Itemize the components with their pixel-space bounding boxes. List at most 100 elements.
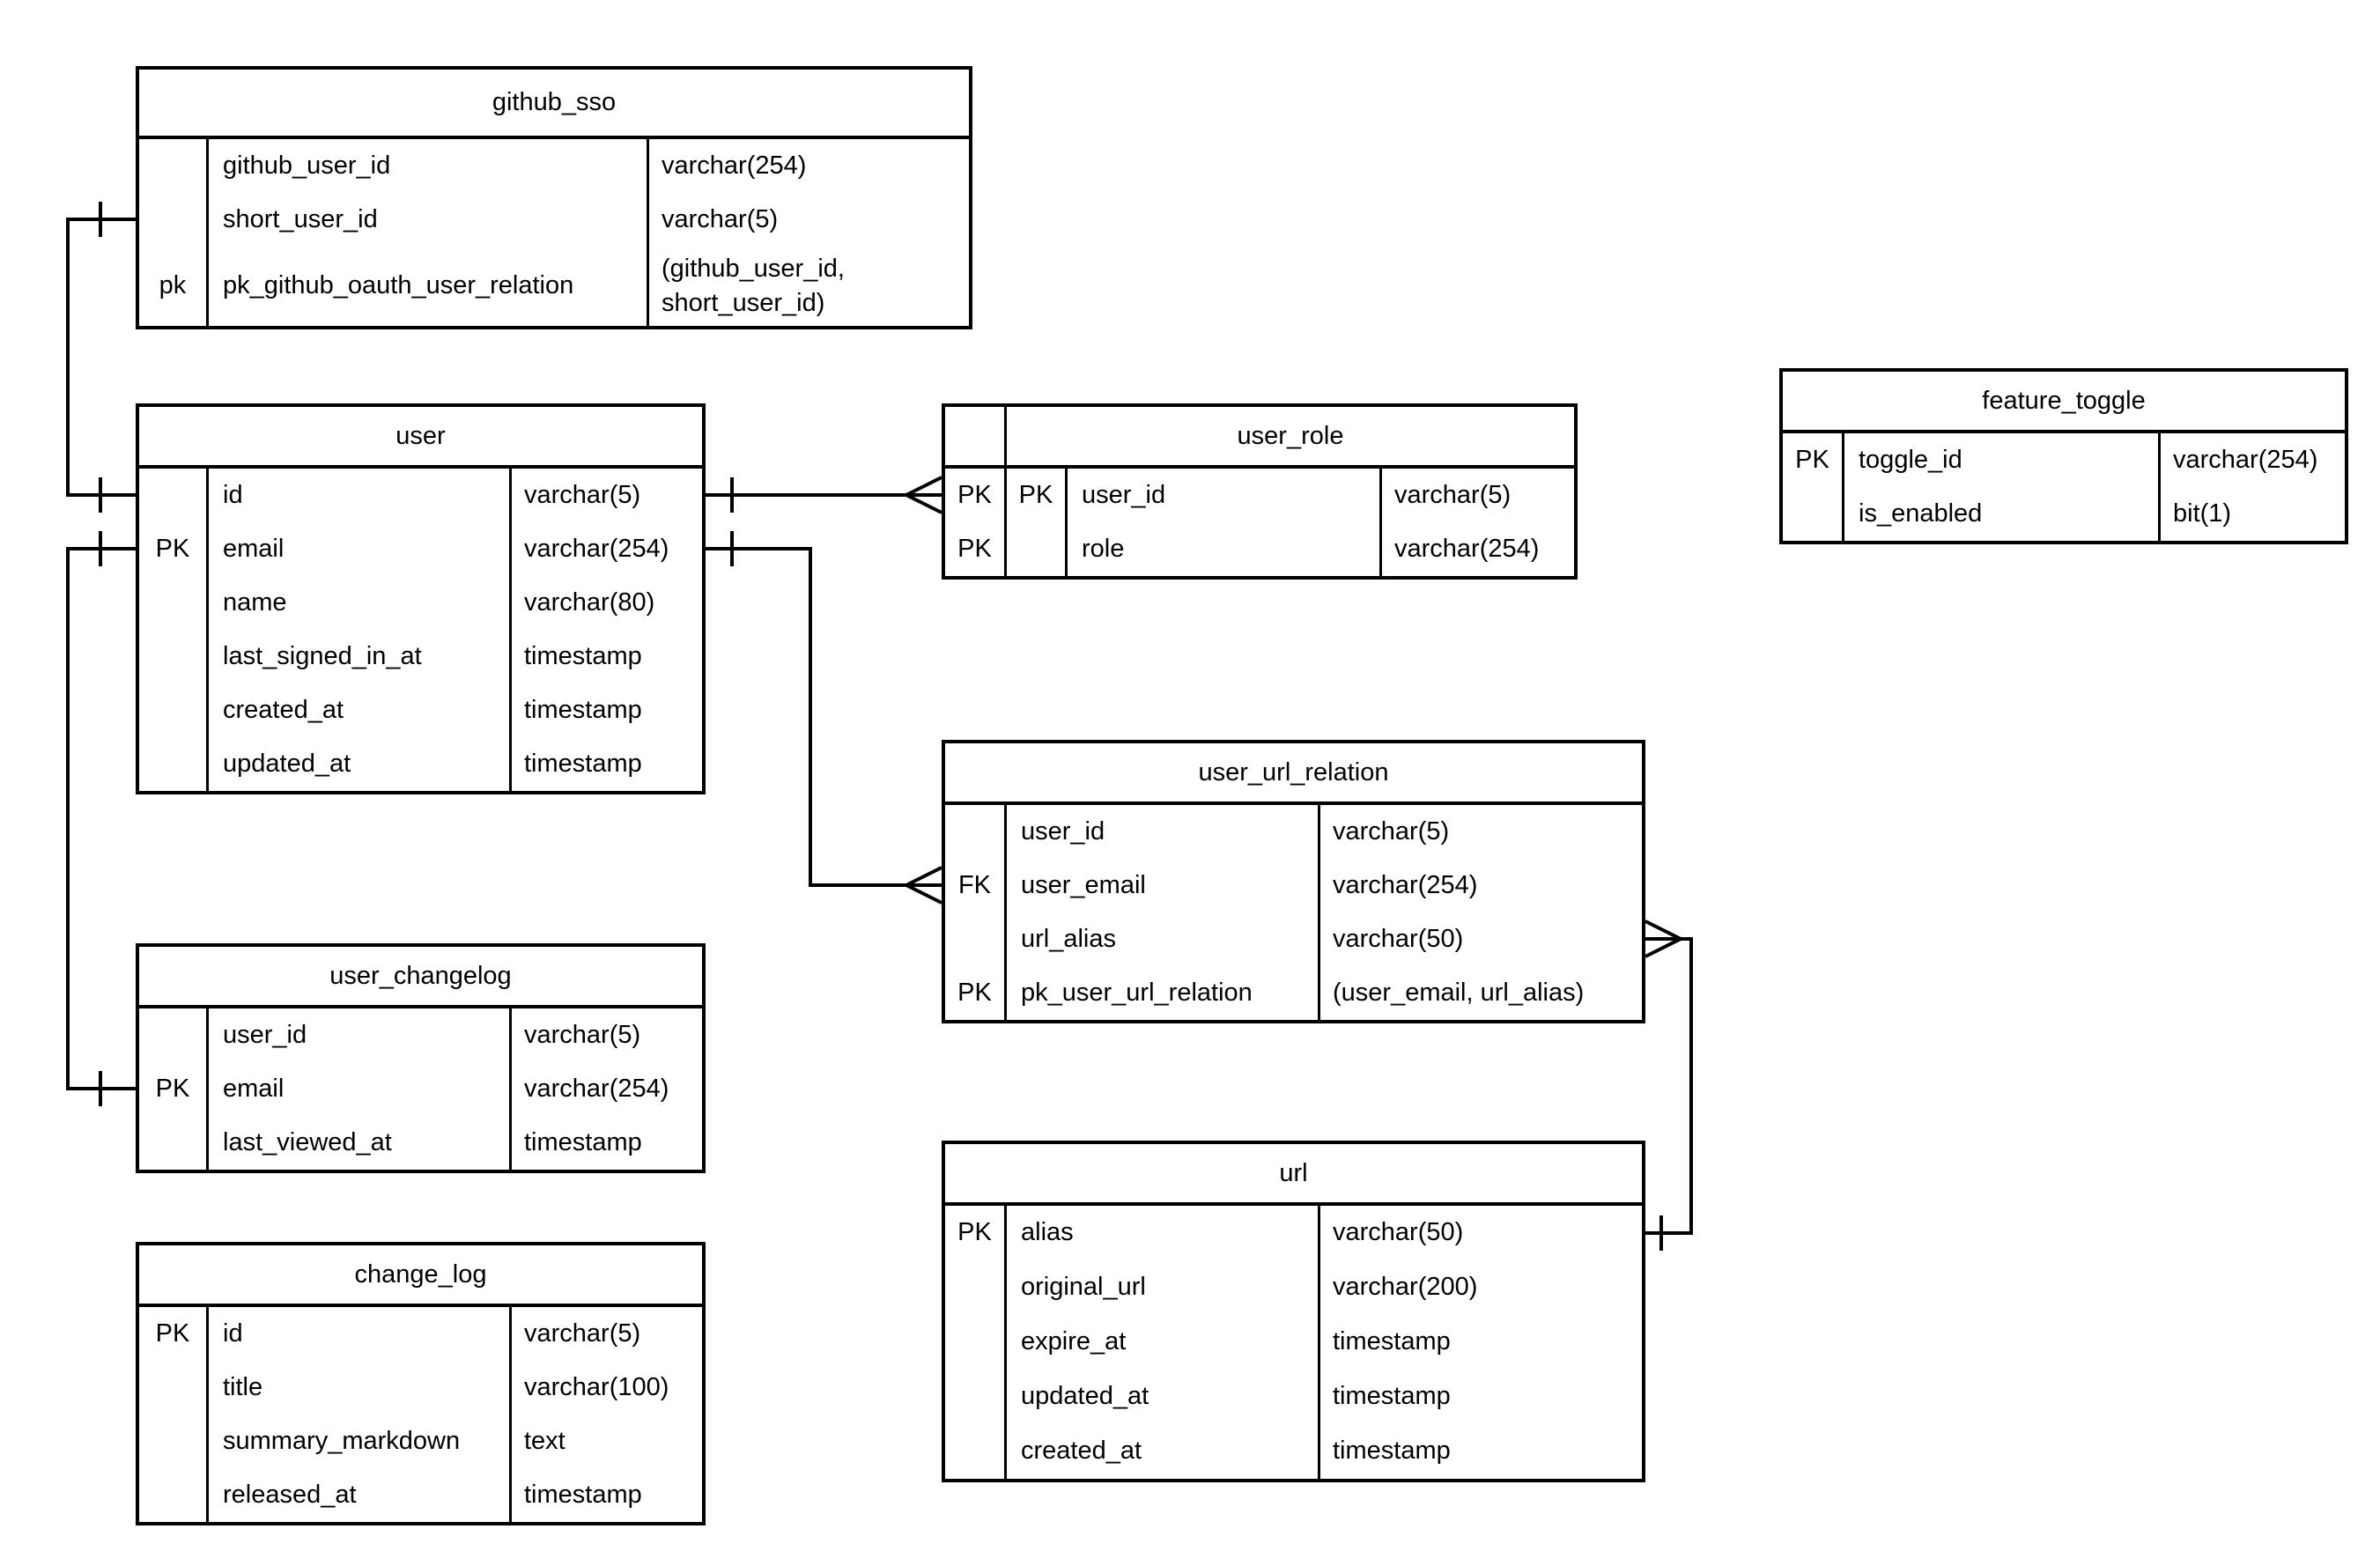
table-row: user_id varchar(5): [139, 1008, 702, 1062]
field-type: varchar(50): [1333, 924, 1464, 953]
key-cell: [945, 1424, 1007, 1479]
key-cell: [945, 1315, 1007, 1370]
field-type: varchar(5): [1394, 480, 1512, 509]
field-name: url_alias: [1007, 912, 1320, 966]
outer-key-title-cell: [945, 407, 1007, 465]
field-name: released_at: [209, 1468, 512, 1522]
field-name: original_url: [1007, 1260, 1320, 1315]
key-cell: PK: [1007, 469, 1068, 522]
field-type: varchar(5): [524, 1020, 641, 1049]
table-row: last_signed_in_at timestamp: [139, 630, 702, 683]
key-cell: [139, 193, 209, 247]
field-name: id: [209, 469, 512, 522]
key-cell: [139, 576, 209, 630]
table-title: user_role: [1237, 421, 1344, 450]
key-cell: PK: [1783, 433, 1844, 487]
field-name: email: [209, 522, 512, 576]
key-cell: PK: [945, 1206, 1007, 1260]
key-cell: PK: [139, 522, 209, 576]
table-row: released_at timestamp: [139, 1468, 702, 1522]
field-type: timestamp: [524, 1480, 642, 1509]
field-name: user_id: [209, 1008, 512, 1062]
table-title: url: [1279, 1158, 1308, 1187]
field-type: timestamp: [524, 749, 642, 778]
crow-foot-prong: [905, 476, 942, 497]
table-title: change_log: [354, 1259, 487, 1289]
table-row: created_at timestamp: [139, 683, 702, 737]
field-name: created_at: [209, 683, 512, 737]
field-name: user_id: [1068, 469, 1382, 522]
field-name: alias: [1007, 1206, 1320, 1260]
crow-foot-prong: [1645, 937, 1682, 958]
field-type: varchar(200): [1333, 1273, 1478, 1302]
table-row: expire_at timestamp: [945, 1315, 1642, 1370]
field-name: user_email: [1007, 859, 1320, 912]
field-type: timestamp: [524, 695, 642, 724]
relation-user-user_changelog: [66, 531, 136, 1106]
field-type: varchar(254): [2173, 445, 2318, 474]
key-cell: [1007, 522, 1068, 576]
table-title: feature_toggle: [1982, 386, 2146, 415]
key-cell: [139, 1361, 209, 1415]
crow-foot-prong: [905, 866, 942, 887]
key-cell: [945, 805, 1007, 859]
field-type: varchar(254): [524, 1074, 669, 1103]
key-cell: [1783, 487, 1844, 541]
outer-key-cell: PK: [945, 469, 1007, 522]
field-name: id: [209, 1307, 512, 1361]
field-name: expire_at: [1007, 1315, 1320, 1370]
key-cell: [139, 1116, 209, 1170]
table-title-row: url: [945, 1144, 1642, 1206]
field-name: user_id: [1007, 805, 1320, 859]
field-name: updated_at: [209, 737, 512, 791]
field-type: varchar(5): [524, 1319, 641, 1348]
key-cell: [139, 139, 209, 193]
field-type: timestamp: [1333, 1327, 1451, 1356]
field-type: varchar(254): [1333, 870, 1478, 899]
key-cell: [945, 1260, 1007, 1315]
field-type: timestamp: [524, 641, 642, 670]
table-title: user_changelog: [329, 961, 512, 990]
field-name: last_signed_in_at: [209, 630, 512, 683]
field-type: timestamp: [1333, 1437, 1451, 1466]
table-title-row: github_sso: [139, 70, 969, 139]
table-title-row: user_changelog: [139, 947, 702, 1008]
relation-github_sso-user: [66, 202, 136, 513]
key-cell: [139, 683, 209, 737]
key-cell: PK: [139, 1062, 209, 1116]
key-cell: [139, 1468, 209, 1522]
field-name: created_at: [1007, 1424, 1320, 1479]
field-name: toggle_id: [1844, 433, 2161, 487]
field-name: github_user_id: [209, 139, 649, 193]
table-title: user_url_relation: [1198, 757, 1389, 787]
field-type: timestamp: [1333, 1382, 1451, 1411]
table-row: url_alias varchar(50): [945, 912, 1642, 966]
